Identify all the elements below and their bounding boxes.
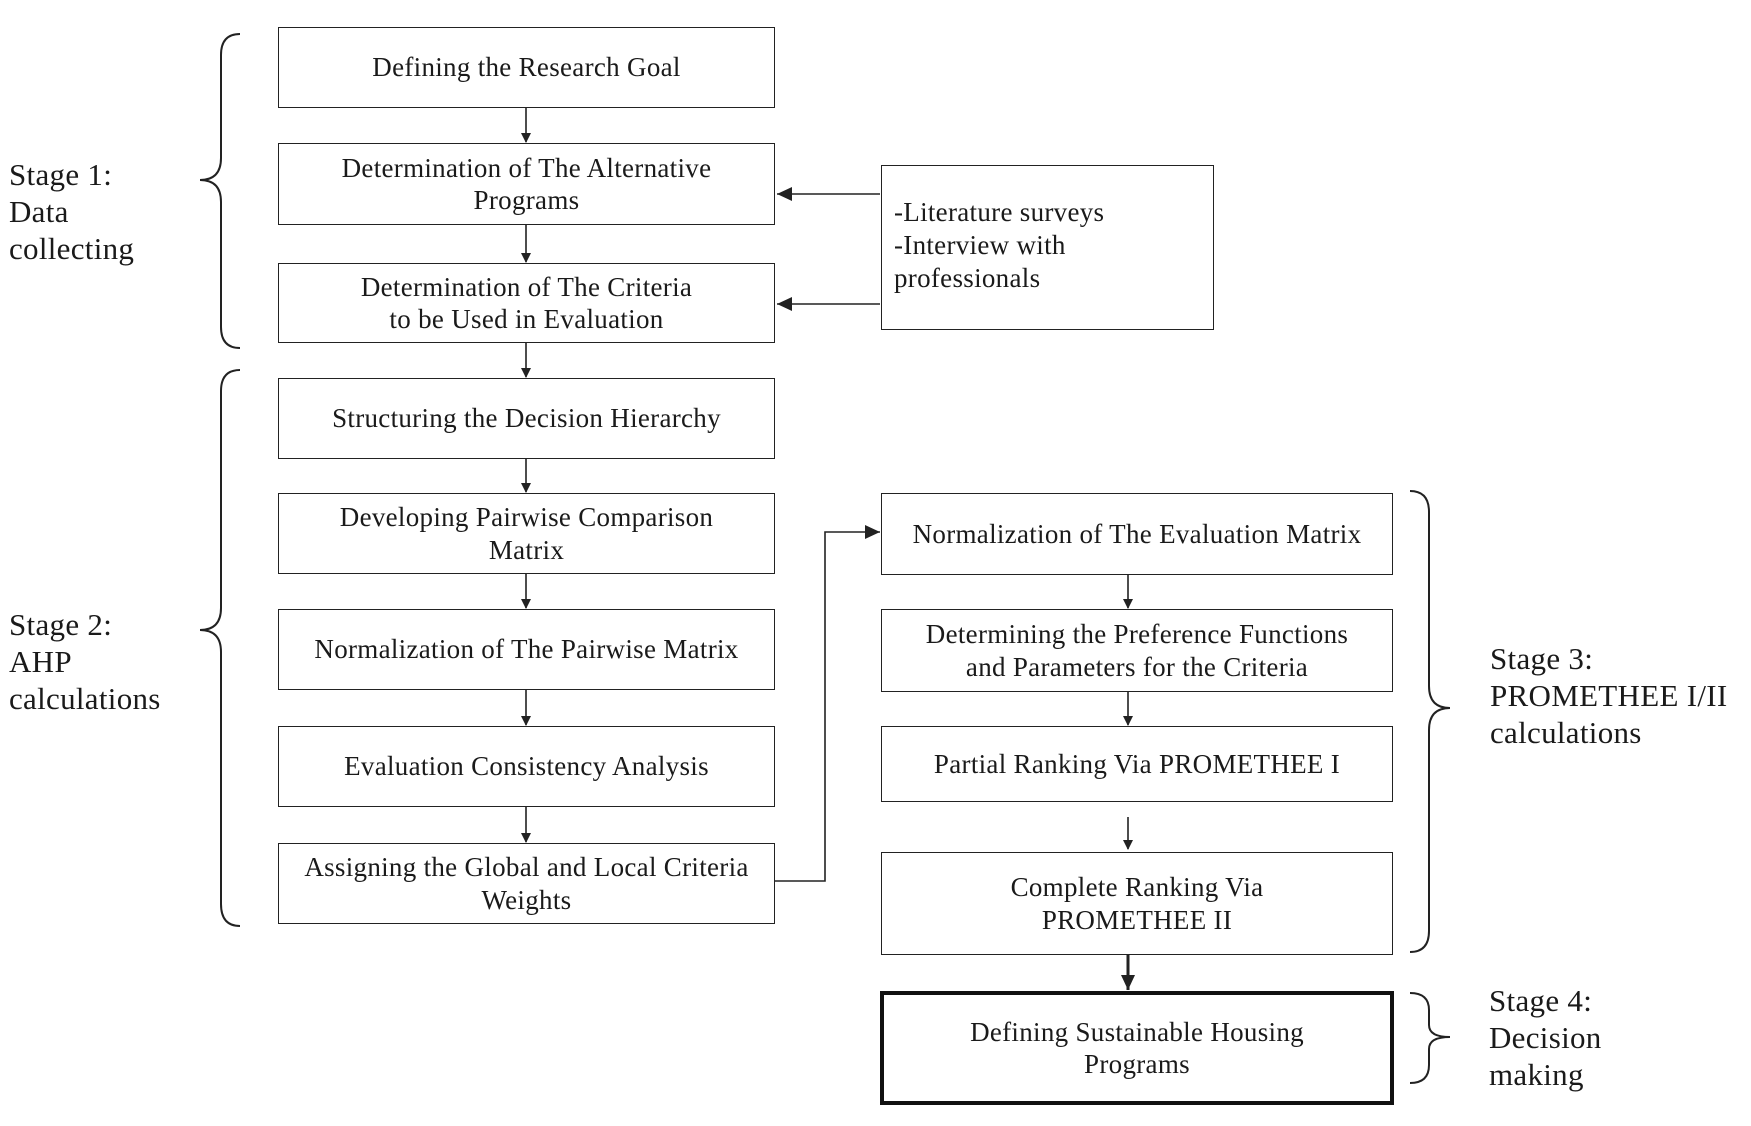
stage3-label: Stage 3: PROMETHEE I/II calculations <box>1490 641 1728 751</box>
box-alternative-programs: Determination of The Alternative Program… <box>278 143 775 225</box>
brace-stage1 <box>199 33 241 349</box>
stage1-label: Stage 1: Data collecting <box>9 157 135 267</box>
box-normalize-evaluation: Normalization of The Evaluation Matrix <box>881 493 1393 575</box>
box-research-goal: Defining the Research Goal <box>278 27 775 108</box>
box-partial-ranking-label: Partial Ranking Via PROMETHEE I <box>933 748 1341 779</box>
box-normalize-evaluation-label: Normalization of The Evaluation Matrix <box>912 518 1362 549</box>
box-preference-functions-label: Determining the Preference Functions and… <box>925 619 1349 682</box>
box-complete-ranking: Complete Ranking Via PROMETHEE II <box>881 852 1393 955</box>
box-consistency-analysis-label: Evaluation Consistency Analysis <box>344 751 709 782</box>
box-preference-functions: Determining the Preference Functions and… <box>881 609 1393 692</box>
brace-stage4 <box>1409 992 1451 1084</box>
stage2-label: Stage 2: AHP calculations <box>9 607 161 717</box>
box-normalize-pairwise: Normalization of The Pairwise Matrix <box>278 609 775 690</box>
stage4-label: Stage 4: Decision making <box>1489 983 1602 1093</box>
box-pairwise-comparison: Developing Pairwise Comparison Matrix <box>278 493 775 574</box>
brace-stage2 <box>199 369 241 927</box>
box-final-decision-label: Defining Sustainable Housing Programs <box>970 1016 1304 1079</box>
box-criteria-weights-label: Assigning the Global and Local Criteria … <box>304 852 749 915</box>
brace-stage3 <box>1409 490 1451 953</box>
arrow-weights-to-evaluation <box>775 525 880 882</box>
box-research-goal-label: Defining the Research Goal <box>372 52 681 83</box>
box-criteria-weights: Assigning the Global and Local Criteria … <box>278 843 775 924</box>
box-alternative-programs-label: Determination of The Alternative Program… <box>341 152 712 215</box>
box-final-decision: Defining Sustainable Housing Programs <box>880 991 1394 1105</box>
box-complete-ranking-label: Complete Ranking Via PROMETHEE II <box>1010 872 1264 935</box>
box-partial-ranking: Partial Ranking Via PROMETHEE I <box>881 726 1393 802</box>
box-normalize-pairwise-label: Normalization of The Pairwise Matrix <box>314 634 739 665</box>
box-criteria-label: Determination of The Criteria to be Used… <box>360 271 693 334</box>
box-data-sources: -Literature surveys -Interview with prof… <box>881 165 1214 330</box>
box-criteria: Determination of The Criteria to be Used… <box>278 263 775 343</box>
box-pairwise-comparison-label: Developing Pairwise Comparison Matrix <box>339 502 714 565</box>
box-decision-hierarchy: Structuring the Decision Hierarchy <box>278 378 775 459</box>
box-decision-hierarchy-label: Structuring the Decision Hierarchy <box>332 403 721 434</box>
box-data-sources-label: -Literature surveys -Interview with prof… <box>894 197 1105 293</box>
box-consistency-analysis: Evaluation Consistency Analysis <box>278 726 775 807</box>
